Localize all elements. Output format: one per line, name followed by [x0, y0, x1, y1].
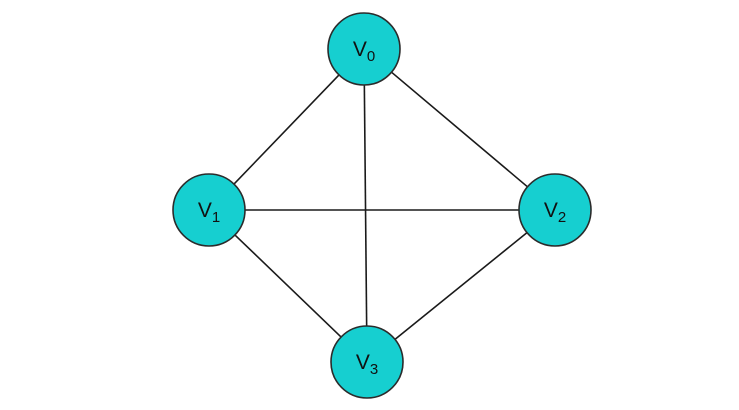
- node-circle-v0[interactable]: [327, 12, 401, 86]
- graph-edge-v0-v3: [363, 83, 368, 328]
- graph-edge-v1-v3: [233, 233, 343, 339]
- graph-node-v1[interactable]: V1: [172, 173, 246, 247]
- node-circle-v2[interactable]: [518, 173, 592, 247]
- graph-node-v2[interactable]: V2: [518, 173, 592, 247]
- graph-node-v0[interactable]: V0: [327, 12, 401, 86]
- graph-edge-v0-v1: [232, 73, 341, 186]
- node-circle-v1[interactable]: [172, 173, 246, 247]
- graph-edge-v0-v2: [390, 70, 529, 189]
- node-circle-v3[interactable]: [330, 325, 404, 399]
- graph-edge-v2-v3: [393, 231, 529, 341]
- edge-layer: [232, 70, 529, 341]
- graph-node-v3[interactable]: V3: [330, 325, 404, 399]
